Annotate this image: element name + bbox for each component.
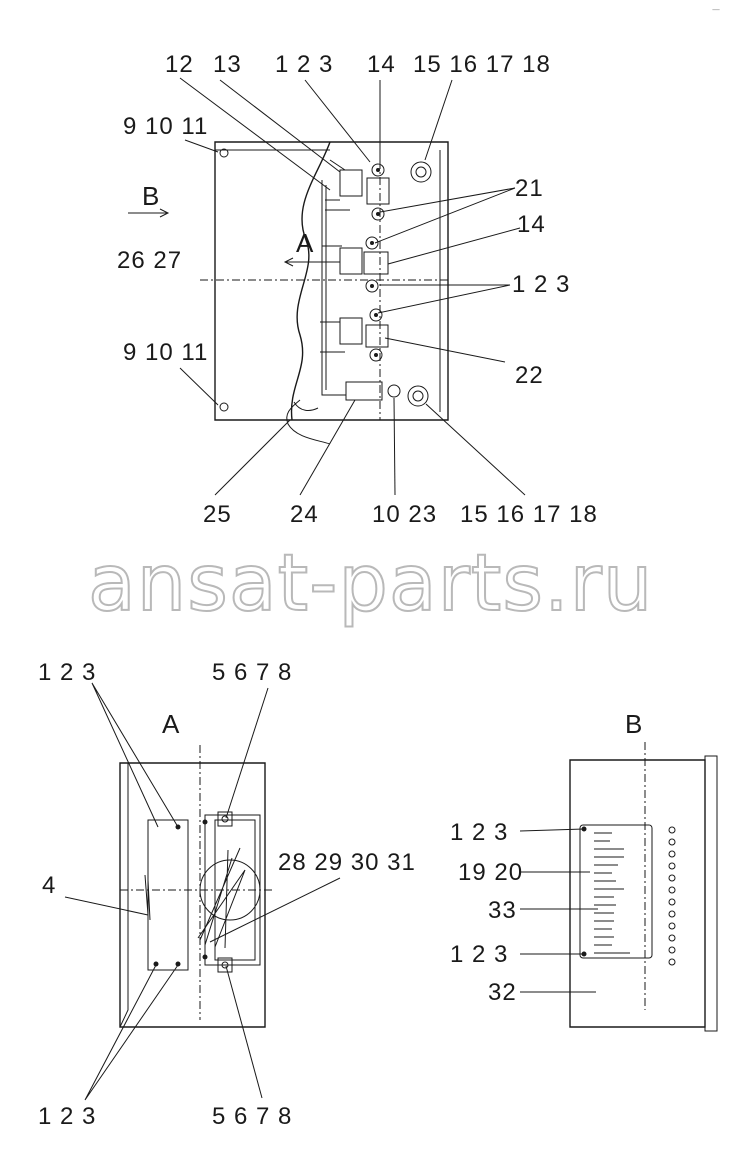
label-26-27: 26 27 <box>117 247 182 274</box>
view-b-outline <box>569 759 706 1028</box>
wire-bundle <box>321 180 346 396</box>
view-a-leaders <box>64 682 341 1101</box>
panel-inner-edge <box>215 149 441 412</box>
label-25: 25 <box>203 501 232 528</box>
label-24: 24 <box>290 501 319 528</box>
watermark: ansat-parts.ru <box>88 539 653 629</box>
label-12: 12 <box>165 51 194 78</box>
fuse-terminal <box>387 384 401 398</box>
view-a-arrow <box>283 257 330 267</box>
label-1-2-3-top: 1 2 3 <box>275 51 333 78</box>
view-b-side-flange <box>704 755 718 1032</box>
view-b-leaders <box>519 828 598 993</box>
view-b-label-1-2-3-top: 1 2 3 <box>450 819 508 846</box>
label-13: 13 <box>213 51 242 78</box>
corner-mark: — <box>712 5 720 14</box>
view-b-plate-lines <box>594 832 630 954</box>
view-b-title: B <box>625 709 642 739</box>
screw-bottom-left <box>219 402 229 412</box>
view-a-title: A <box>162 709 180 739</box>
view-a: 1 2 3 A 5 6 7 8 4 28 29 30 31 1 2 3 5 6 … <box>38 659 416 1130</box>
top-assembly-view: 12 13 1 2 3 14 15 16 17 18 9 10 11 B 21 … <box>117 51 598 528</box>
grommet-top-inner <box>415 166 427 178</box>
view-a-wiring <box>197 847 246 949</box>
view-a-label-1-2-3-top: 1 2 3 <box>38 659 96 686</box>
view-b-fuse-column <box>668 826 676 966</box>
grommet-bottom <box>407 385 429 407</box>
view-a-side-edge <box>119 763 129 1028</box>
label-10-23: 10 23 <box>372 501 437 528</box>
fuse-holder <box>345 381 383 401</box>
view-b-label-33: 33 <box>488 897 517 924</box>
view-a-label-4: 4 <box>42 872 56 899</box>
screw-top-left <box>219 148 229 158</box>
view-b-arrow <box>128 208 170 218</box>
grommet-top <box>410 161 432 183</box>
view-a-label-5-8-top: 5 6 7 8 <box>212 659 292 686</box>
cover-break-line <box>290 141 331 421</box>
label-22: 22 <box>515 362 544 389</box>
cable-exit <box>286 399 331 445</box>
view-b-label-plate <box>579 824 653 959</box>
component-group-3 <box>320 308 389 362</box>
label-15-18-bottom: 15 16 17 18 <box>460 501 598 528</box>
label-21: 21 <box>515 175 544 202</box>
view-b-label-32: 32 <box>488 979 517 1006</box>
view-a-label-1-2-3-bottom: 1 2 3 <box>38 1103 96 1130</box>
component-group-1 <box>325 159 390 221</box>
label-14-mid: 14 <box>517 211 546 238</box>
label-view-a-marker: A <box>296 228 314 258</box>
label-9-11-top: 9 10 11 <box>123 113 208 140</box>
view-b-label-19-20: 19 20 <box>458 859 523 886</box>
component-group-2 <box>322 236 389 293</box>
label-9-11-bottom: 9 10 11 <box>123 339 208 366</box>
label-view-b-marker: B <box>142 181 159 211</box>
label-15-18-top: 15 16 17 18 <box>413 51 551 78</box>
view-a-outline <box>119 762 266 1028</box>
label-14-top: 14 <box>367 51 396 78</box>
grommet-bottom-inner <box>412 390 424 402</box>
view-b: B 1 2 3 19 20 33 1 2 3 32 <box>450 709 718 1032</box>
leader-lines-top <box>179 77 526 496</box>
view-b-label-1-2-3-bottom: 1 2 3 <box>450 941 508 968</box>
label-1-2-3-mid: 1 2 3 <box>512 271 570 298</box>
view-a-label-28-31: 28 29 30 31 <box>278 849 416 876</box>
view-a-label-5-8-bottom: 5 6 7 8 <box>212 1103 292 1130</box>
panel-outline <box>214 141 449 421</box>
view-a-bracket <box>147 819 189 971</box>
